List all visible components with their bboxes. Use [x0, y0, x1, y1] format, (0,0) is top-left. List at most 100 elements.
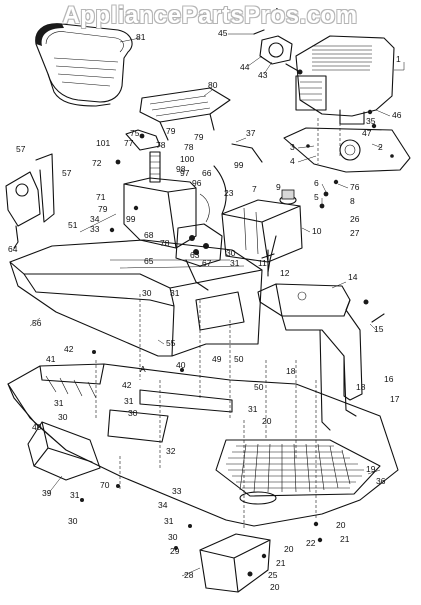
callout-20a: 20: [262, 416, 272, 426]
callout-100: 100: [180, 154, 194, 164]
fuel-tank: [221, 189, 303, 273]
callout-21b: 21: [276, 558, 286, 568]
hardware-fasteners: [80, 109, 385, 559]
callout-79a: 79: [194, 132, 204, 142]
callout-30e: 30: [68, 516, 78, 526]
callout-17: 17: [390, 394, 400, 404]
rear-cover: [199, 533, 271, 593]
callout-2: 2: [378, 142, 383, 152]
callout-77: 77: [124, 138, 134, 148]
callout-28: 28: [184, 570, 194, 580]
rear-fender: [257, 283, 369, 431]
callout-34b: 34: [158, 500, 168, 510]
callout-20c: 20: [284, 544, 294, 554]
callout-57b: 57: [62, 168, 72, 178]
callout-5: 5: [314, 192, 319, 202]
callout-8: 8: [350, 196, 355, 206]
callout-81: 81: [136, 32, 146, 42]
callout-47: 47: [362, 128, 372, 138]
callout-75: 75: [130, 128, 140, 138]
callout-25: 25: [268, 570, 278, 580]
seat: [35, 23, 133, 107]
callout-78b: 78: [156, 140, 166, 150]
callout-99b: 99: [126, 214, 136, 224]
callout-40a: 40: [176, 360, 186, 370]
callout-45: 45: [218, 28, 228, 38]
callout-11: 11: [258, 258, 267, 268]
hood-body: [9, 239, 263, 357]
callout-43: 43: [258, 70, 268, 80]
callout-50b: 50: [254, 382, 264, 392]
callout-42a: 42: [64, 344, 74, 354]
callout-76: 76: [350, 182, 360, 192]
callout-31f: 31: [70, 490, 80, 500]
callout-71: 71: [96, 192, 106, 202]
callout-29: 29: [170, 546, 180, 556]
callout-7: 7: [252, 184, 257, 194]
footrest-pan: [215, 439, 381, 505]
callout-30a: 30: [226, 248, 236, 258]
front-guard: [27, 421, 101, 481]
callout-19: 19: [366, 464, 376, 474]
callout-99a: 99: [234, 160, 244, 170]
callout-31a: 31: [230, 258, 240, 268]
callout-79c: 79: [98, 204, 108, 214]
callout-1: 1: [396, 54, 401, 64]
callout-50a: 50: [234, 354, 244, 364]
callout-15: 15: [374, 324, 384, 334]
callout-101: 101: [96, 138, 110, 148]
callout-57a: 57: [16, 144, 26, 154]
callout-31b: 31: [170, 288, 180, 298]
callout-96: 96: [192, 178, 202, 188]
watermark: AppliancePartsPros.com: [62, 2, 358, 29]
callout-32: 32: [166, 446, 176, 456]
side-bracket: [5, 153, 55, 249]
callout-78c: 78: [160, 238, 170, 248]
muffler: [253, 29, 303, 75]
main-frame: [7, 363, 399, 527]
callout-numbers: 81 80 1 45 44 43 A 46 35 47 2 3 4 6 5 76…: [8, 6, 402, 592]
callout-51: 51: [68, 220, 78, 230]
callout-34a: 34: [90, 214, 100, 224]
callout-22: 22: [306, 538, 316, 548]
callout-37: 37: [246, 128, 256, 138]
callout-A2: A: [140, 364, 146, 374]
callout-33b: 33: [172, 486, 182, 496]
callout-31d: 31: [124, 396, 134, 406]
callout-78a: 78: [184, 142, 194, 152]
callout-41: 41: [46, 354, 56, 364]
callout-49: 49: [212, 354, 222, 364]
callout-31e: 31: [248, 404, 258, 414]
callout-68: 68: [144, 230, 154, 240]
callout-A1: A: [274, 6, 280, 16]
callout-16: 16: [384, 374, 394, 384]
callout-30d: 30: [128, 408, 138, 418]
seat-pan: [139, 87, 231, 141]
callout-98: 98: [176, 164, 186, 174]
callout-35: 35: [366, 116, 376, 126]
callout-18a: 18: [286, 366, 296, 376]
callout-31c: 31: [54, 398, 64, 408]
callout-9: 9: [276, 182, 281, 192]
callout-63: 63: [190, 250, 200, 260]
callout-6: 6: [314, 178, 319, 188]
callout-21a: 21: [340, 534, 350, 544]
callout-44: 44: [240, 62, 250, 72]
callout-46: 46: [392, 110, 402, 120]
callout-18b: 18: [356, 382, 366, 392]
callout-42b: 42: [122, 380, 132, 390]
tread-pattern: [226, 443, 364, 493]
callout-67: 67: [202, 258, 212, 268]
engine: [295, 35, 405, 125]
callout-40b: 40: [32, 422, 42, 432]
callout-4: 4: [290, 156, 295, 166]
callout-79b: 79: [166, 126, 176, 136]
callout-36: 36: [376, 476, 386, 486]
callout-20d: 20: [270, 582, 280, 592]
callout-97: 97: [180, 168, 190, 178]
callout-23: 23: [224, 188, 234, 198]
callout-55: 55: [166, 338, 176, 348]
callout-70: 70: [100, 480, 110, 490]
